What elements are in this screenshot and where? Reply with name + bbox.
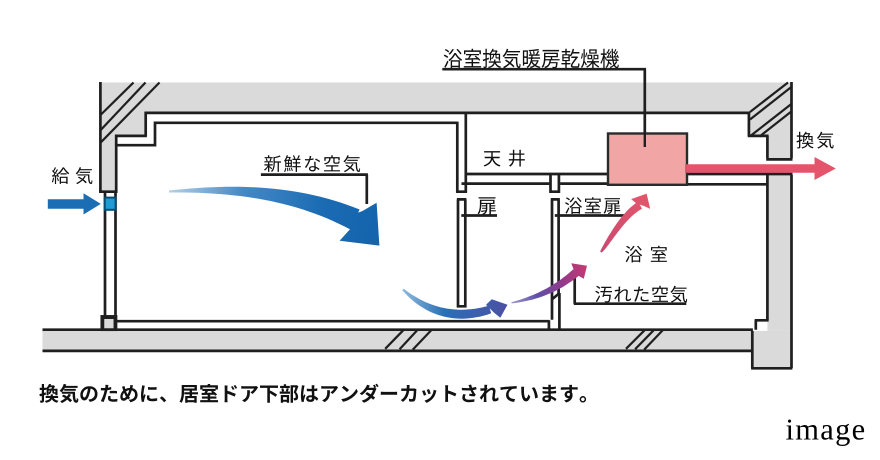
svg-text:image: image — [786, 413, 867, 447]
